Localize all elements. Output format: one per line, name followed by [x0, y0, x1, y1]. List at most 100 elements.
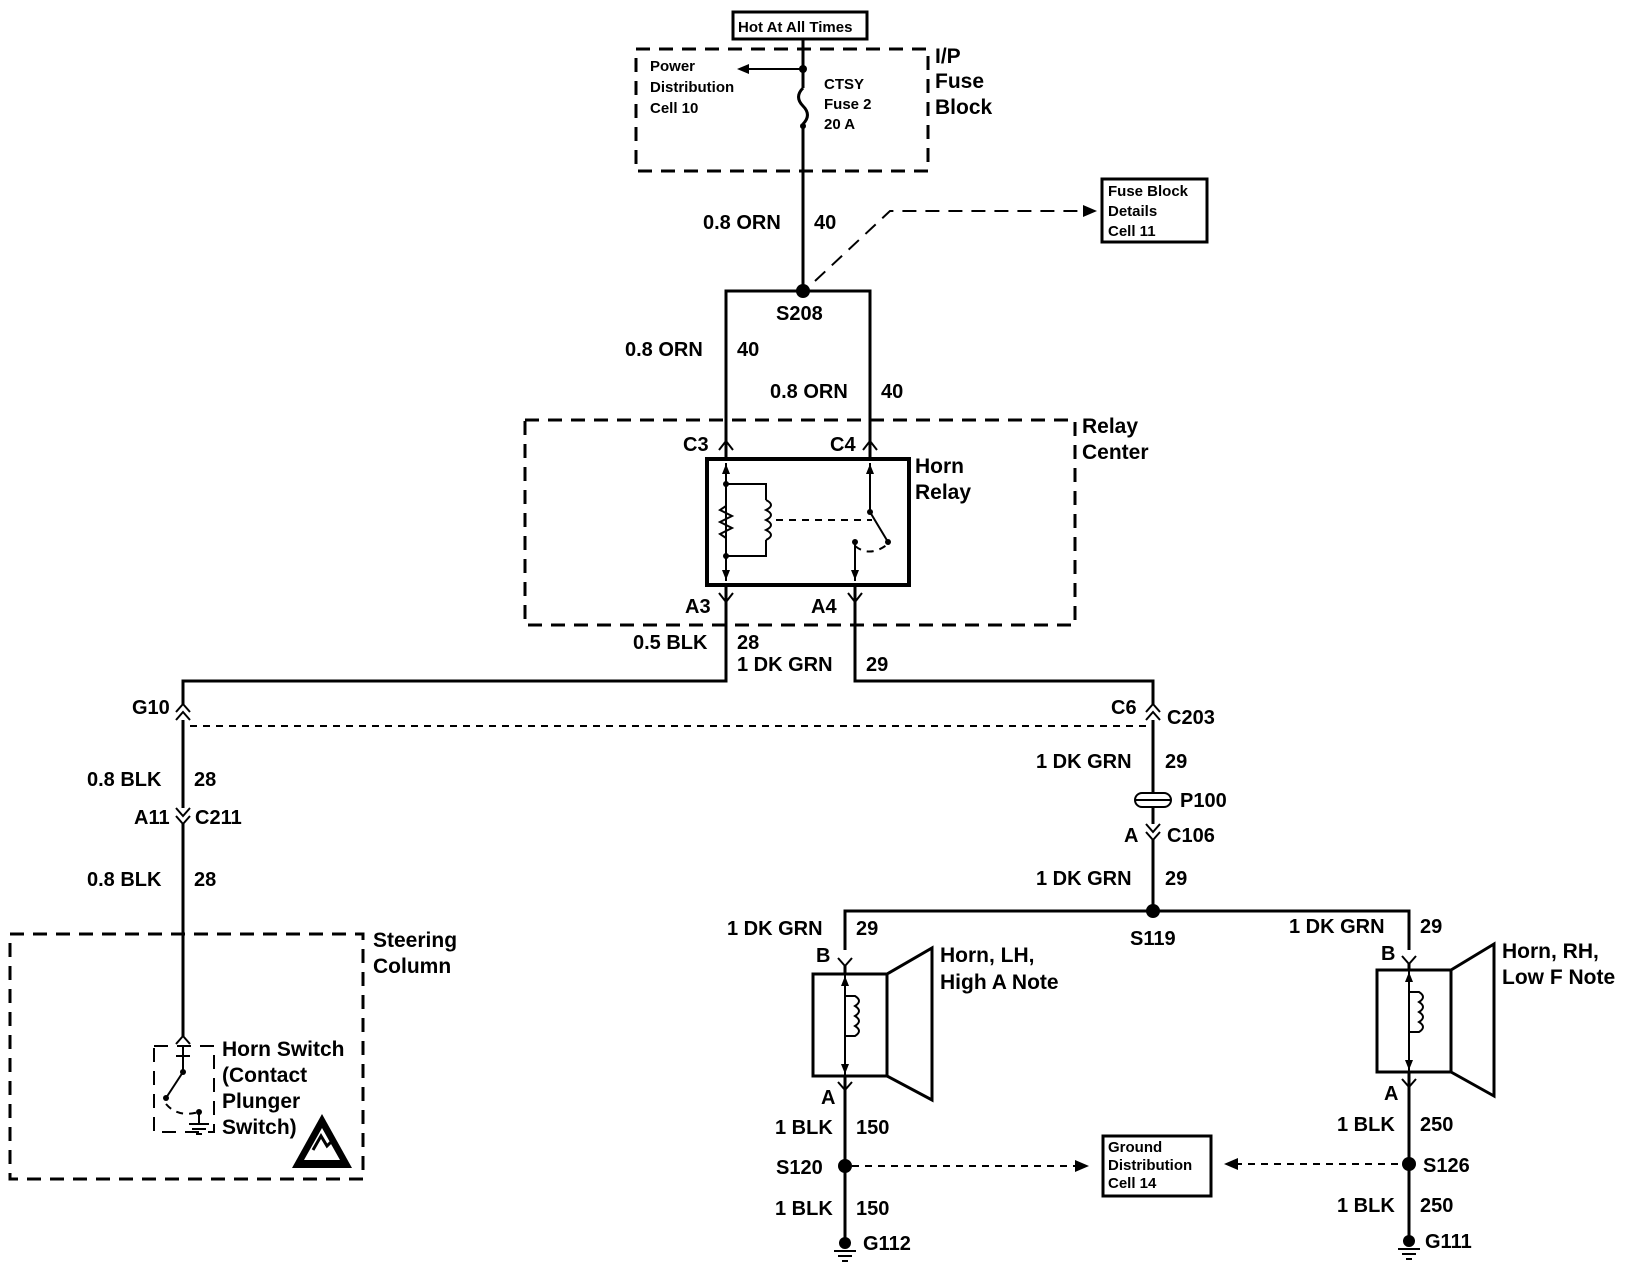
- wire-orn-right-circuit: 40: [881, 381, 903, 403]
- wire-blk-rh-top-label: 1 BLK: [1337, 1114, 1395, 1136]
- wire-blk-lh-top-circuit: 150: [856, 1117, 889, 1139]
- relay-center-label-2: Center: [1082, 441, 1149, 464]
- wire-grn-c106-circuit: 29: [1165, 868, 1187, 890]
- ground-distribution-box: [1101, 1134, 1213, 1198]
- connector-b-rh-label: B: [1381, 943, 1395, 965]
- wire-blk-lh-bot-label: 1 BLK: [775, 1198, 833, 1220]
- horn-lh-label-2: High A Note: [940, 971, 1059, 994]
- fuse-details-leader: [814, 210, 1085, 282]
- wire-blk-lh-bot-circuit: 150: [856, 1198, 889, 1220]
- splice-s120: [838, 1159, 852, 1173]
- connector-b-lh-label: B: [816, 945, 830, 967]
- connector-c6-label: C6: [1111, 697, 1137, 719]
- connector-c106-label: C106: [1167, 825, 1215, 847]
- fuse-details-label-1: Fuse Block: [1108, 183, 1189, 200]
- wire-orn-left-circuit: 40: [737, 339, 759, 361]
- ground-dist-label-2: Distribution: [1108, 1157, 1192, 1174]
- horn-rh-symbol: [1375, 941, 1496, 1099]
- fuse-details-label-2: Details: [1108, 203, 1157, 220]
- wire-orn-main-circuit: 40: [814, 212, 836, 234]
- ctsy-fuse-symbol: [737, 39, 809, 291]
- wire-blk-lh-top-label: 1 BLK: [775, 1117, 833, 1139]
- connector-a11-label: A11: [134, 807, 170, 829]
- wire-orn-main-label: 0.8 ORN: [703, 212, 781, 234]
- connector-a3-label: A3: [685, 596, 711, 618]
- ground-g112-icon: [834, 1237, 856, 1262]
- horn-switch-label-2: (Contact: [222, 1064, 307, 1087]
- p100-passthrough-symbol: [1134, 792, 1172, 808]
- hot-at-all-times-box: [731, 10, 869, 41]
- fuse-block-details-box: [1100, 177, 1209, 244]
- wire-grn-lh-label: 1 DK GRN: [727, 918, 823, 940]
- steering-column-label-1: Steering: [373, 929, 457, 952]
- connector-c4-label: C4: [830, 434, 856, 456]
- wire-blk-rh-top-circuit: 250: [1420, 1114, 1453, 1136]
- ground-dist-label-1: Ground: [1108, 1139, 1162, 1156]
- wire-blk-relay-circuit: 28: [737, 632, 759, 654]
- fuse-details-label-3: Cell 11: [1108, 223, 1156, 240]
- fuse-label-2: Fuse 2: [824, 96, 872, 113]
- wire-grn-lh-circuit: 29: [856, 918, 878, 940]
- power-dist-label-1: Power: [650, 58, 695, 75]
- connector-a-rh-label: A: [1384, 1083, 1398, 1105]
- wire-blk-lower-label: 0.8 BLK: [87, 869, 162, 891]
- horn-switch-label-3: Plunger: [222, 1090, 300, 1113]
- relay-center-label-1: Relay: [1082, 415, 1138, 438]
- wire-blk-upper-circuit: 28: [194, 769, 216, 791]
- horn-rh-label-2: Low F Note: [1502, 966, 1615, 989]
- horn-relay-label-1: Horn: [915, 455, 964, 478]
- splice-s119-label: S119: [1130, 928, 1176, 950]
- splice-s208-label: S208: [776, 303, 823, 325]
- ground-g111-icon: [1398, 1235, 1420, 1260]
- wire-blk-lower-circuit: 28: [194, 869, 216, 891]
- wire-grn-c203-circuit: 29: [1165, 751, 1187, 773]
- connector-g10-label: G10: [132, 697, 170, 719]
- connector-a-lh-label: A: [821, 1087, 835, 1109]
- horn-switch-label-1: Horn Switch: [222, 1038, 345, 1061]
- fuse-block-label-1: I/P: [935, 45, 961, 68]
- steering-column-label-2: Column: [373, 955, 451, 978]
- ip-fuse-block-outline: [634, 47, 930, 173]
- wire-blk-upper-label: 0.8 BLK: [87, 769, 162, 791]
- horn-switch-label-4: Switch): [222, 1116, 297, 1139]
- connector-a4-label: A4: [811, 596, 837, 618]
- connector-c106-pin-label: A: [1124, 825, 1138, 847]
- ground-dist-label-3: Cell 14: [1108, 1175, 1157, 1192]
- connector-b-rh: [1401, 955, 1417, 966]
- splice-s120-label: S120: [776, 1157, 823, 1179]
- splice-s126: [1402, 1157, 1416, 1171]
- horn-lh-label-1: Horn, LH,: [940, 944, 1035, 967]
- connector-c211-label: C211: [195, 807, 242, 829]
- wire-orn-left-label: 0.8 ORN: [625, 339, 703, 361]
- connector-c203-label: C203: [1167, 707, 1215, 729]
- fuse-block-label-2: Fuse: [935, 70, 984, 93]
- wire-blk-rh-bot-label: 1 BLK: [1337, 1195, 1395, 1217]
- ground-g111-label: G111: [1425, 1231, 1472, 1253]
- airbag-warning-icon: [292, 1114, 352, 1168]
- fuse-label-1: CTSY: [824, 76, 864, 93]
- horn-relay-label-2: Relay: [915, 481, 971, 504]
- wire-blk-rh-bot-circuit: 250: [1420, 1195, 1453, 1217]
- connector-p100-label: P100: [1180, 790, 1227, 812]
- fuse-label-3: 20 A: [824, 116, 855, 133]
- fuse-block-label-3: Block: [935, 96, 993, 119]
- connector-c3: [718, 439, 734, 451]
- wire-grn-relay-circuit: 29: [866, 654, 888, 676]
- wire-orn-right-label: 0.8 ORN: [770, 381, 848, 403]
- relay-center-outline: [523, 418, 1077, 627]
- power-dist-label-2: Distribution: [650, 79, 734, 96]
- wire-blk-relay-label: 0.5 BLK: [633, 632, 708, 654]
- horn-lh-symbol: [811, 945, 934, 1103]
- connector-c211: [175, 807, 191, 826]
- horn-relay-symbol: [705, 449, 911, 602]
- wire-grn-c203-label: 1 DK GRN: [1036, 751, 1132, 773]
- power-dist-label-3: Cell 10: [650, 100, 698, 117]
- wire-grn-relay-label: 1 DK GRN: [737, 654, 833, 676]
- wire-grn-rh-label: 1 DK GRN: [1289, 916, 1385, 938]
- wire-grn-rh-circuit: 29: [1420, 916, 1442, 938]
- connector-c4: [862, 439, 878, 451]
- connector-b-lh: [837, 957, 853, 968]
- horn-switch-symbol: [153, 1034, 215, 1135]
- connector-c3-label: C3: [683, 434, 709, 456]
